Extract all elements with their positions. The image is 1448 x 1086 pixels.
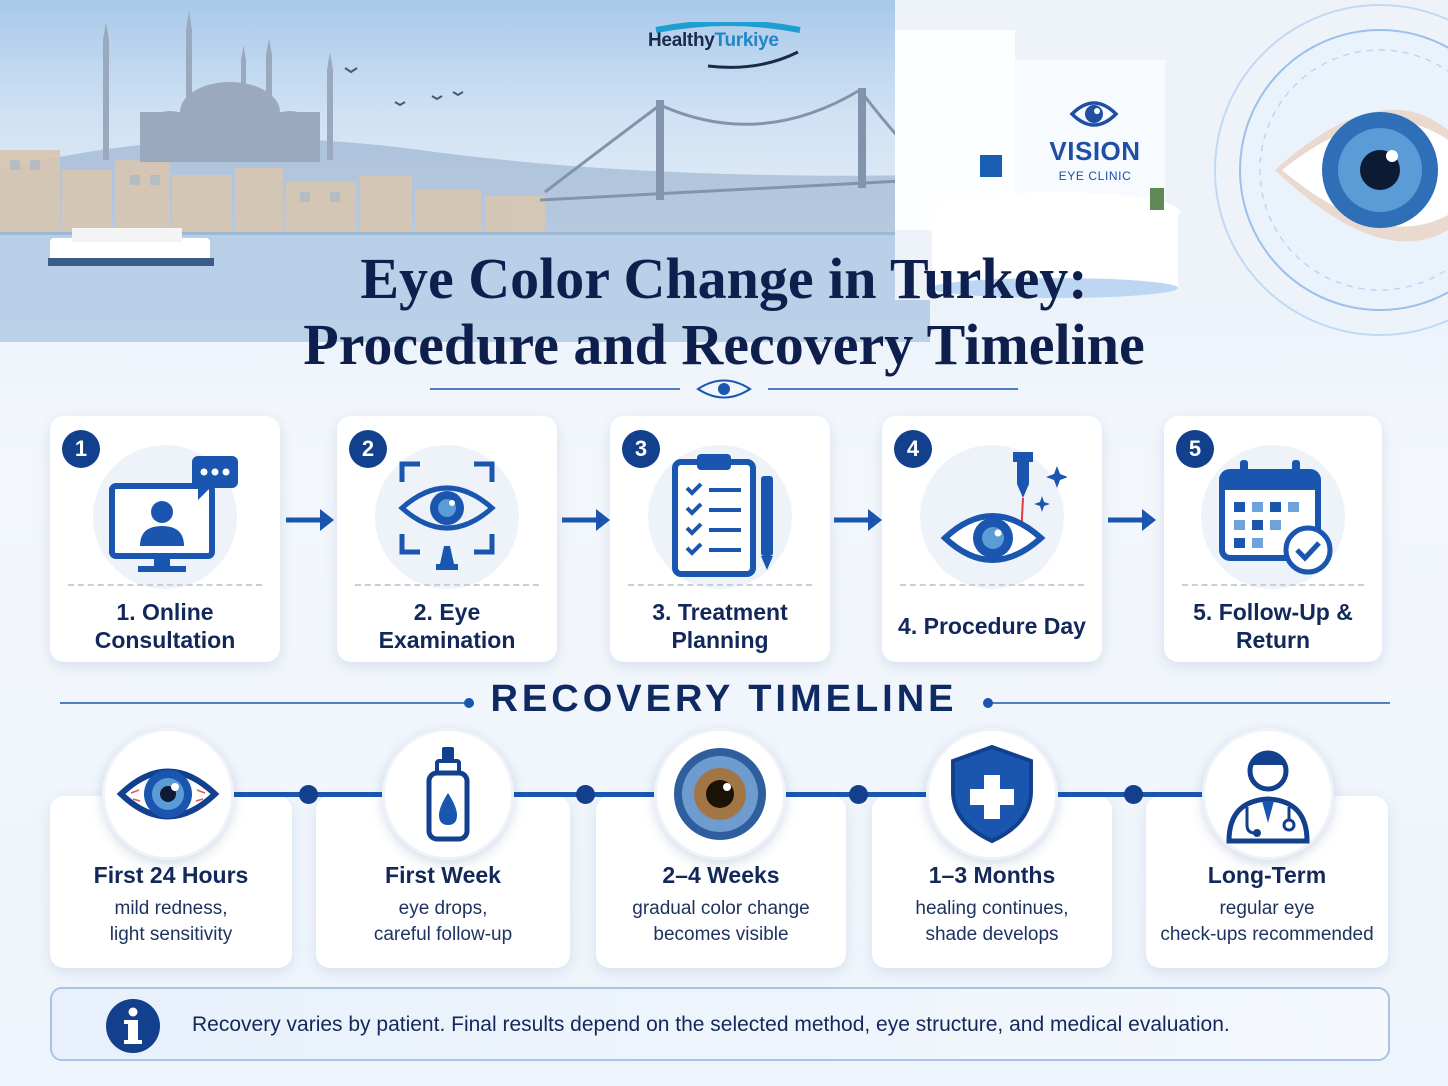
eye-scan-icon bbox=[375, 445, 519, 589]
recovery-desc-line2: check-ups recommended bbox=[1160, 924, 1374, 945]
recovery-desc-line1: mild redness, bbox=[114, 898, 228, 919]
recovery-icon-circle bbox=[654, 728, 786, 860]
arrow-right-icon bbox=[1108, 509, 1156, 531]
recovery-heading: RECOVERY TIMELINE bbox=[490, 678, 958, 720]
recovery-icon-circle bbox=[382, 728, 514, 860]
recovery-title: 1–3 Months bbox=[928, 862, 1056, 888]
istanbul-clinic-scene bbox=[0, 0, 1448, 342]
step-label: 1. Online Consultation bbox=[94, 599, 236, 653]
step-badge: 4 bbox=[894, 430, 932, 468]
recovery-title: 2–4 Weeks bbox=[662, 862, 780, 888]
recovery-desc-line1: eye drops, bbox=[398, 898, 488, 919]
clipboard-checklist-icon bbox=[648, 445, 792, 589]
iris-icon bbox=[674, 748, 766, 840]
recovery-desc-line2: light sensitivity bbox=[109, 924, 233, 945]
arrow-right-icon bbox=[562, 509, 610, 531]
online-consultation-icon bbox=[93, 445, 238, 589]
step-badge: 1 bbox=[62, 430, 100, 468]
shield-cross-icon bbox=[951, 744, 1033, 844]
recovery-desc-line1: healing continues, bbox=[915, 898, 1069, 919]
step-card-eye-examination: 2 2. Eye Examination bbox=[337, 416, 557, 662]
info-icon bbox=[106, 999, 160, 1053]
timeline-dot bbox=[299, 785, 318, 804]
recovery-title: Long-Term bbox=[1207, 862, 1327, 888]
title-line-2: Procedure and Recovery Timeline bbox=[303, 312, 1145, 377]
title-line-1: Eye Color Change in Turkey: bbox=[360, 246, 1088, 311]
recovery-card-first-week: First Week eye drops, careful follow-up bbox=[316, 796, 570, 968]
timeline-dot bbox=[849, 785, 868, 804]
clinic-sign: VISION EYE CLINIC bbox=[1040, 92, 1150, 183]
step-badge: 3 bbox=[622, 430, 660, 468]
title-divider bbox=[430, 379, 1018, 399]
step-badge: 5 bbox=[1176, 430, 1214, 468]
step-label: 4. Procedure Day bbox=[898, 613, 1086, 639]
step-card-treatment-planning: 3 3. Treatment Planning bbox=[610, 416, 830, 662]
laser-eye-icon bbox=[920, 445, 1067, 589]
heading-rule-left bbox=[60, 698, 474, 708]
step-label: 2. Eye Examination bbox=[378, 599, 516, 653]
info-note: Recovery varies by patient. Final result… bbox=[50, 987, 1390, 1061]
brand-part2: Turkiye bbox=[714, 30, 779, 51]
recovery-desc-line1: gradual color change bbox=[632, 898, 810, 919]
timeline-dot bbox=[1124, 785, 1143, 804]
step-card-online-consultation: 1 1. Online Consultation bbox=[50, 416, 280, 662]
step-label: 3. Treatment Planning bbox=[652, 599, 788, 653]
brand-logo: HealthyTurkiye bbox=[648, 30, 779, 52]
recovery-desc-line2: careful follow-up bbox=[373, 924, 513, 945]
recovery-desc-line2: becomes visible bbox=[653, 924, 789, 945]
hero-banner: HealthyTurkiye VISION EYE CLINIC bbox=[0, 0, 1448, 400]
clinic-name: VISION bbox=[1049, 136, 1141, 166]
eye-drops-icon bbox=[426, 747, 470, 842]
recovery-desc-line1: regular eye bbox=[1219, 898, 1315, 919]
arrow-right-icon bbox=[286, 509, 334, 531]
brand-swoosh-icon bbox=[655, 22, 801, 69]
recovery-icon-circle bbox=[102, 728, 234, 860]
calendar-check-icon bbox=[1201, 445, 1345, 589]
brand-part1: Healthy bbox=[648, 30, 715, 51]
red-eye-icon bbox=[116, 768, 220, 820]
recovery-title: First 24 Hours bbox=[93, 862, 249, 888]
clinic-sub: EYE CLINIC bbox=[1058, 169, 1132, 183]
info-text: Recovery varies by patient. Final result… bbox=[192, 1013, 1230, 1036]
arrow-right-icon bbox=[834, 509, 882, 531]
step-badge: 2 bbox=[349, 430, 387, 468]
recovery-title: First Week bbox=[385, 862, 501, 888]
page-title: Eye Color Change in Turkey: Procedure an… bbox=[0, 246, 1448, 378]
recovery-icon-circle bbox=[926, 728, 1058, 860]
timeline-dot bbox=[576, 785, 595, 804]
step-card-procedure-day: 4 4. Procedure Day bbox=[882, 416, 1102, 662]
step-label: 5. Follow-Up & Return bbox=[1193, 599, 1353, 653]
doctor-icon bbox=[1226, 750, 1310, 844]
step-card-follow-up: 5 5. Follow-Up & Return bbox=[1164, 416, 1382, 662]
recovery-desc-line2: shade develops bbox=[925, 924, 1059, 945]
heading-rule-right bbox=[983, 698, 1390, 708]
recovery-icon-circle bbox=[1202, 728, 1334, 860]
